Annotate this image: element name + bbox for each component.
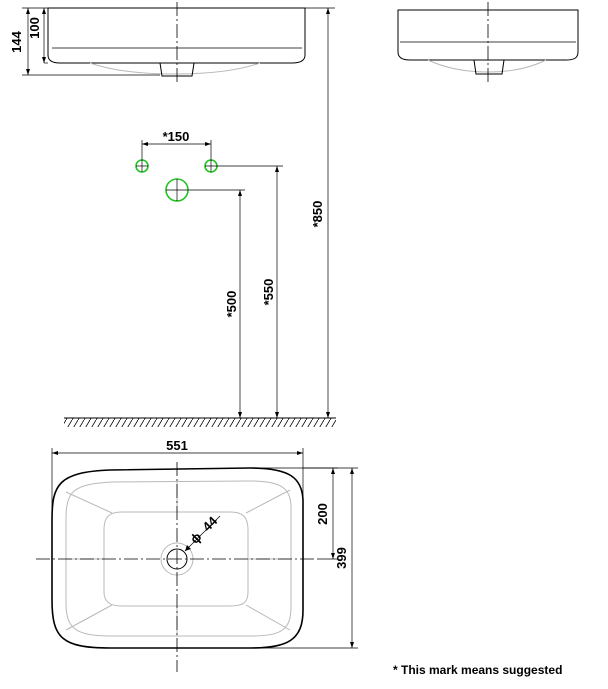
tap-spacing-label: *150 — [163, 129, 190, 144]
drain-diameter-dimension: ϕ 44 — [184, 513, 221, 552]
depth-dimension: 399 — [250, 467, 358, 649]
front-elevation-view — [47, 2, 306, 82]
waste-height-dimension: *500 — [224, 190, 242, 418]
side-elevation-view — [397, 2, 579, 82]
width-dimension: 551 — [51, 438, 304, 520]
mount-height-dimension: *850 — [305, 7, 335, 418]
bowl-height-label: 100 — [27, 17, 42, 39]
drain-diameter-label: 44 — [199, 513, 220, 534]
floor-line — [64, 417, 336, 427]
tap-height-dimension: *550 — [261, 166, 279, 418]
height-dimension-group: 144 100 — [9, 7, 160, 76]
tap-hole-right — [204, 159, 283, 173]
total-height-label: 144 — [9, 30, 24, 52]
tap-hole-left — [135, 159, 149, 173]
waste-height-label: *500 — [224, 291, 239, 318]
width-label: 551 — [166, 438, 188, 453]
waste-hole — [165, 178, 245, 202]
drain-offset-dimension: 200 — [250, 467, 338, 560]
suggested-mark-note: * This mark means suggested — [393, 663, 562, 677]
diameter-symbol: ϕ — [187, 529, 205, 547]
depth-label: 399 — [334, 547, 349, 569]
plan-view — [36, 462, 318, 672]
drain-offset-label: 200 — [315, 503, 330, 525]
tap-height-label: *550 — [261, 279, 276, 306]
mount-height-label: *850 — [310, 201, 325, 228]
tap-spacing-dimension: *150 — [141, 129, 212, 160]
